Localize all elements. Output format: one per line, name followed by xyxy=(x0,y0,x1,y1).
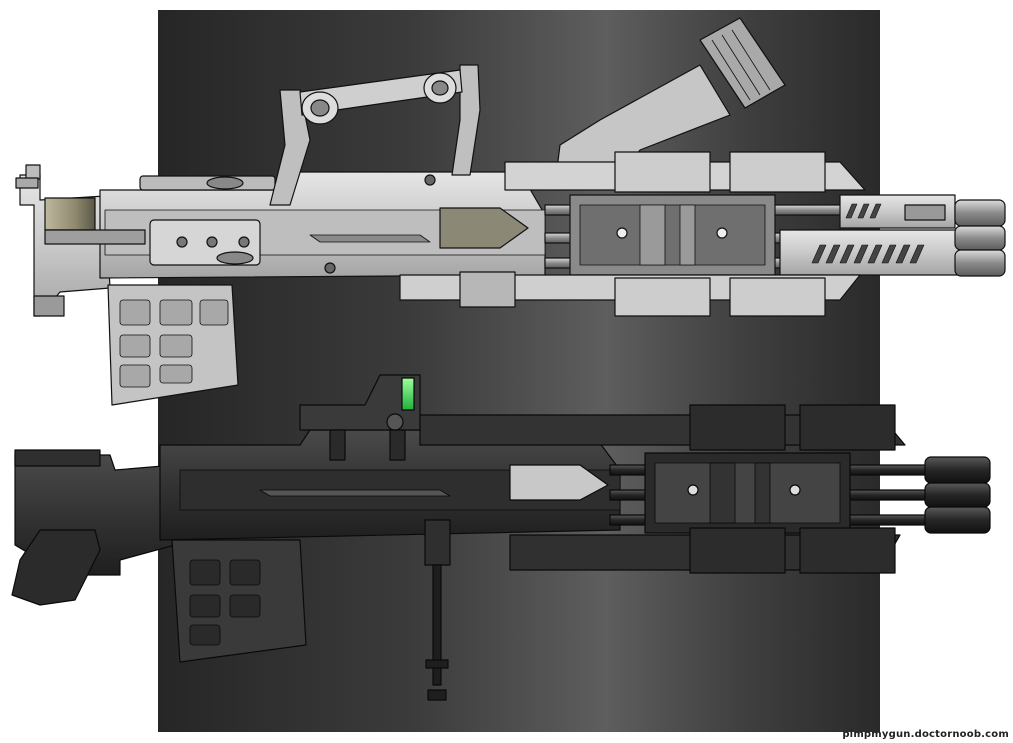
light-carry-handle xyxy=(269,64,481,206)
dark-magazine xyxy=(171,539,307,663)
dark-bipod xyxy=(424,519,451,701)
watermark-text: pimpmygun.doctornoob.com xyxy=(842,729,1009,740)
light-charging-rod xyxy=(44,229,146,245)
light-angled-grip xyxy=(554,17,786,191)
light-muzzles xyxy=(954,199,1006,277)
sight-glow-lens xyxy=(401,377,415,411)
light-bottom-rail xyxy=(399,271,861,317)
dark-top-rail xyxy=(419,404,906,451)
light-magazine xyxy=(107,284,239,406)
dark-bottom-rail xyxy=(509,527,901,574)
dark-red-dot-sight xyxy=(299,374,421,461)
dark-barrel-cluster xyxy=(609,452,941,534)
light-front-shroud xyxy=(779,194,961,276)
dark-gray-rifle xyxy=(11,374,991,701)
light-top-rail xyxy=(504,151,866,193)
light-gray-rifle xyxy=(15,17,1006,406)
dark-pistol-grip xyxy=(11,529,101,606)
light-chamber-window xyxy=(439,207,529,249)
dark-chamber-window xyxy=(509,464,609,501)
light-buffer-tube xyxy=(44,197,96,231)
dark-muzzles xyxy=(924,456,991,534)
